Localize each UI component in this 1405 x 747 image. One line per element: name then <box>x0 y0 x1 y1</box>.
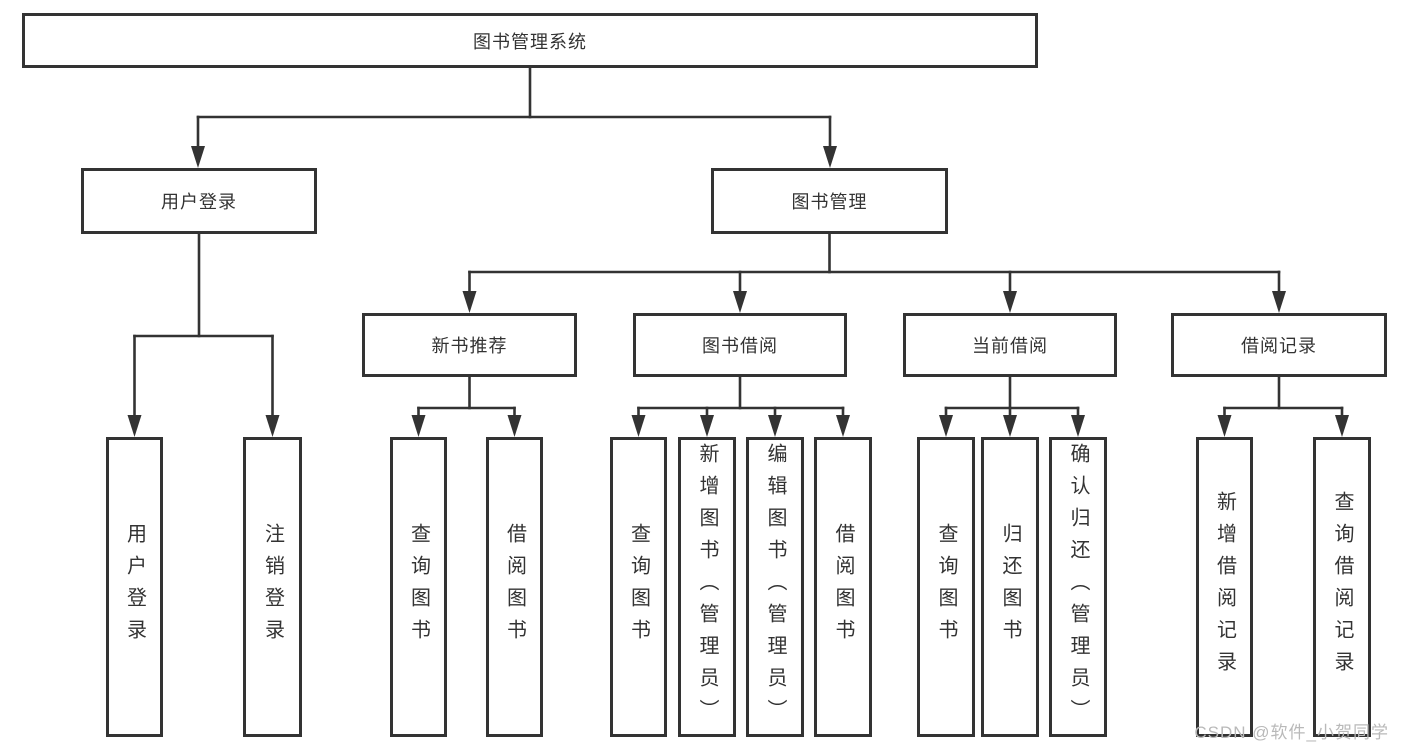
node-current-borrowing: 当前借阅 <box>903 313 1117 377</box>
node-book-management-branch: 图书管理 <box>711 168 948 234</box>
leaf-query-borrow-record: 查询借阅记录 <box>1313 437 1371 737</box>
node-label: 借阅记录 <box>1241 336 1317 356</box>
node-user-login-branch: 用户登录 <box>81 168 317 234</box>
node-label: 查询图书 <box>935 523 957 651</box>
node-label: 新书推荐 <box>431 336 508 356</box>
node-label: 查询图书 <box>627 523 650 651</box>
leaf-edit-book-admin: 编辑图书（管理员） <box>746 437 804 737</box>
node-label: 归还图书 <box>999 523 1021 651</box>
node-book-borrowing: 图书借阅 <box>633 313 847 377</box>
leaf-newbook-borrow-book: 借阅图书 <box>486 437 543 737</box>
node-borrowing-records: 借阅记录 <box>1171 313 1387 377</box>
leaf-borrow-book: 借阅图书 <box>814 437 872 737</box>
node-label: 借阅图书 <box>503 523 526 651</box>
leaf-add-book-admin: 新增图书（管理员） <box>678 437 736 737</box>
node-label: 图书管理 <box>791 192 868 212</box>
node-root-system: 图书管理系统 <box>22 13 1038 68</box>
leaf-borrowing-query-book: 查询图书 <box>610 437 667 737</box>
node-label: 新增借阅记录 <box>1213 491 1236 683</box>
leaf-current-query-book: 查询图书 <box>917 437 975 737</box>
leaf-user-login: 用户登录 <box>106 437 163 737</box>
node-label: 编辑图书（管理员） <box>764 443 786 731</box>
leaf-logout: 注销登录 <box>243 437 302 737</box>
leaf-add-borrow-record: 新增借阅记录 <box>1196 437 1253 737</box>
node-label: 查询借阅记录 <box>1331 491 1353 683</box>
node-label: 新增图书（管理员） <box>696 443 718 731</box>
node-label: 用户登录 <box>123 523 146 651</box>
node-label: 当前借阅 <box>972 336 1048 356</box>
node-label: 确认归还（管理员） <box>1067 443 1089 731</box>
node-new-book-recommend: 新书推荐 <box>362 313 577 377</box>
node-label: 用户登录 <box>161 192 237 212</box>
csdn-watermark: CSDN @软件_小贺同学 <box>1194 723 1389 742</box>
leaf-return-book: 归还图书 <box>981 437 1039 737</box>
leaf-newbook-query-book: 查询图书 <box>390 437 447 737</box>
leaf-confirm-return-admin: 确认归还（管理员） <box>1049 437 1107 737</box>
node-label: 借阅图书 <box>832 523 854 651</box>
node-label: 图书管理系统 <box>473 31 587 52</box>
node-label: 查询图书 <box>407 523 430 651</box>
node-label: 图书借阅 <box>702 336 778 356</box>
node-label: 注销登录 <box>261 523 284 651</box>
